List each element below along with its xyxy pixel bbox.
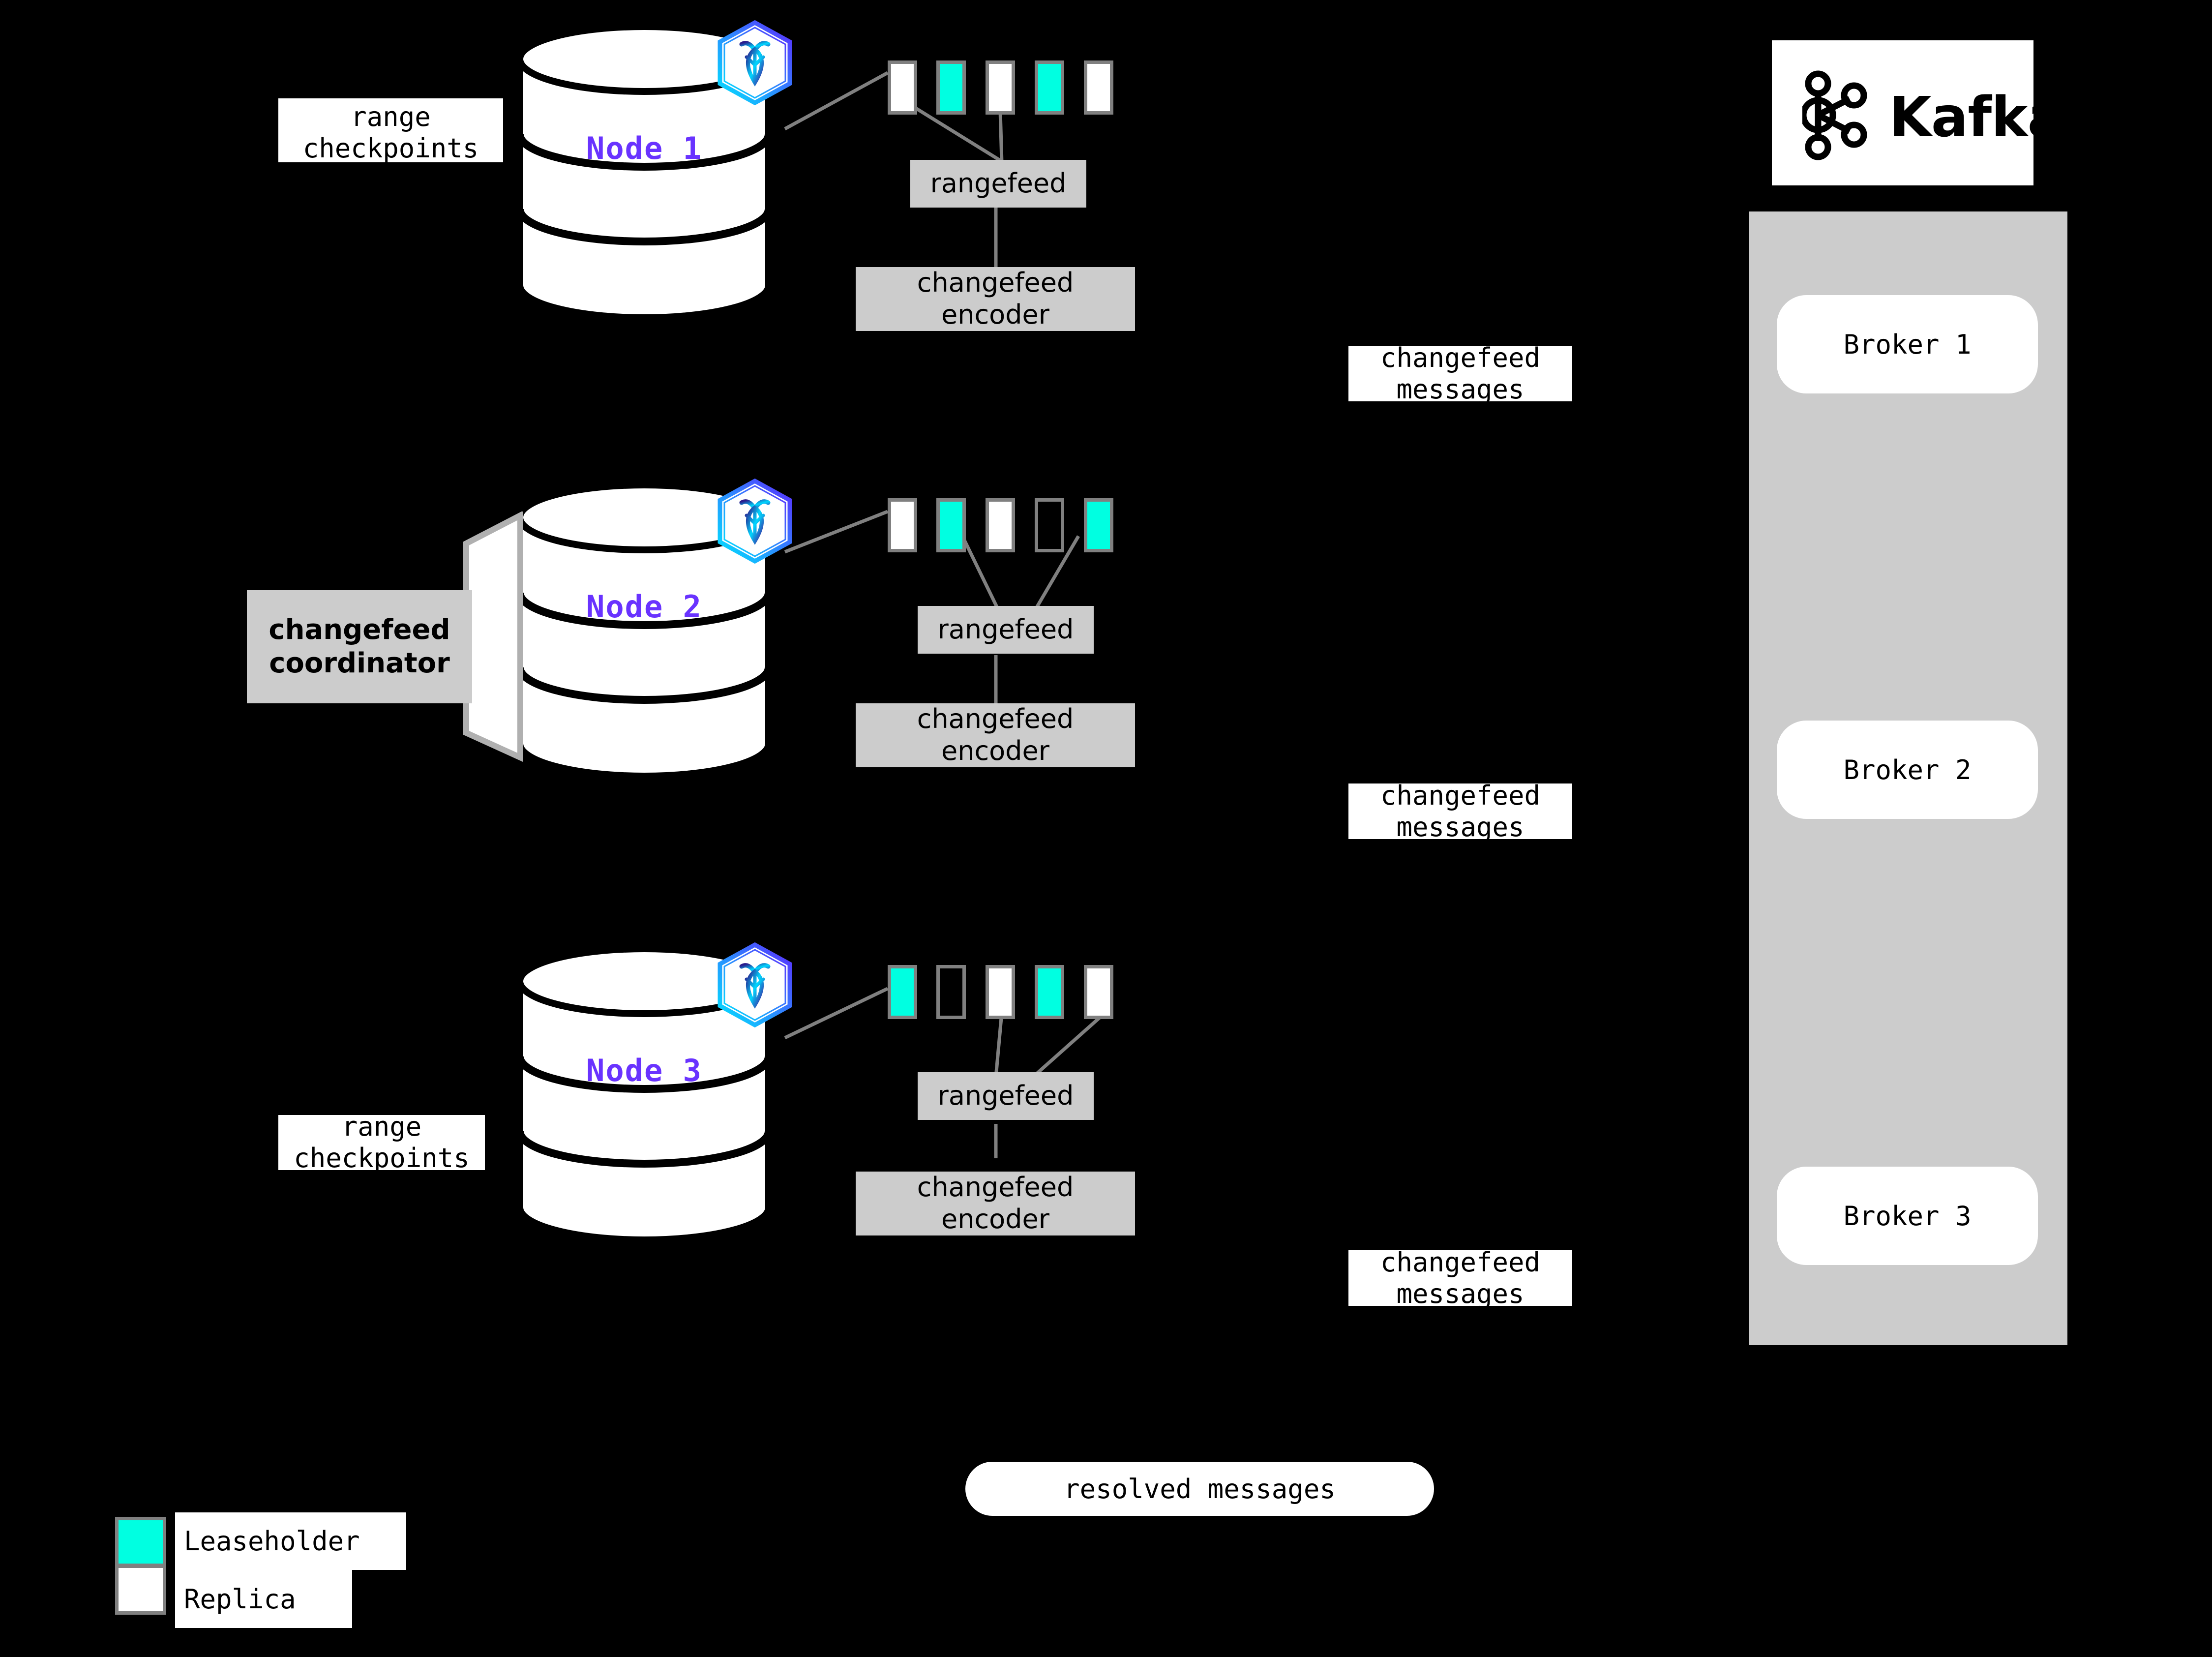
node-3-changefeed-encoder-box[interactable]: changefeed encoder: [856, 1172, 1135, 1235]
changefeed-messages-label-1: changefeed messages: [1348, 342, 1572, 405]
node-1-label: Node 1: [586, 130, 702, 166]
node-1-range-4[interactable]: [1035, 60, 1064, 115]
kafka-broker-1[interactable]: Broker 1: [1777, 295, 2038, 393]
node-2-cylinder: [514, 481, 775, 781]
kafka-panel-inbound-arrows: [2036, 211, 2212, 1345]
legend-swatch-replica: [115, 1565, 166, 1615]
node-3-label: Node 3: [586, 1053, 702, 1088]
node-2-range-3[interactable]: [986, 498, 1015, 552]
node-3-range-3[interactable]: [986, 965, 1015, 1019]
changefeed-coordinator-box[interactable]: changefeed coordinator: [247, 590, 472, 703]
node-3-range-4[interactable]: [1035, 965, 1064, 1019]
node-1-range-3[interactable]: [986, 60, 1015, 115]
legend-label-replica: Replica: [175, 1570, 352, 1628]
node-2-changefeed-encoder-box[interactable]: changefeed encoder: [856, 703, 1135, 767]
kafka-wordmark: Kafka: [1889, 86, 2064, 150]
node-1-range-checkpoints-label: range checkpoints: [278, 98, 503, 162]
kafka-logo: Kafka: [1772, 40, 2064, 185]
node-2-range-1[interactable]: [888, 498, 917, 552]
node-3-cylinder: [514, 944, 775, 1244]
node-1-range-2[interactable]: [936, 60, 966, 115]
node-2-range-2[interactable]: [936, 498, 966, 552]
legend-swatch-leaseholder: [115, 1517, 166, 1567]
cockroachdb-hexagon-icon: [716, 20, 794, 106]
changefeed-messages-label-2: changefeed messages: [1348, 780, 1572, 843]
node-2-label: Node 2: [586, 589, 702, 625]
changefeed-coordinator-callout-wedge: [462, 511, 551, 762]
kafka-broker-2[interactable]: Broker 2: [1777, 721, 2038, 819]
node-1-range-1[interactable]: [888, 60, 917, 115]
node-2-range-4[interactable]: [1035, 498, 1064, 552]
cockroachdb-hexagon-icon: [716, 478, 794, 564]
node-2-rangefeed-box[interactable]: rangefeed: [918, 606, 1094, 654]
kafka-node-graph-icon: [1800, 68, 1876, 162]
kafka-broker-3[interactable]: Broker 3: [1777, 1167, 2038, 1265]
legend-label-leaseholder: Leaseholder: [175, 1512, 406, 1570]
node-2-range-5[interactable]: [1084, 498, 1113, 552]
node-3-range-checkpoints-label: range checkpoints: [278, 1111, 485, 1174]
resolved-messages-pill[interactable]: resolved messages: [965, 1462, 1434, 1516]
changefeed-messages-label-3: changefeed messages: [1348, 1247, 1572, 1309]
cockroachdb-hexagon-icon: [716, 942, 794, 1028]
node-1-cylinder: [514, 22, 775, 322]
node-3-range-2[interactable]: [936, 965, 966, 1019]
node-3-range-1[interactable]: [888, 965, 917, 1019]
node-1-changefeed-encoder-box[interactable]: changefeed encoder: [856, 267, 1135, 331]
node-1-rangefeed-box[interactable]: rangefeed: [910, 160, 1086, 208]
node-3-rangefeed-box[interactable]: rangefeed: [918, 1072, 1094, 1120]
node-1-range-5[interactable]: [1084, 60, 1113, 115]
node-3-range-5[interactable]: [1084, 965, 1113, 1019]
